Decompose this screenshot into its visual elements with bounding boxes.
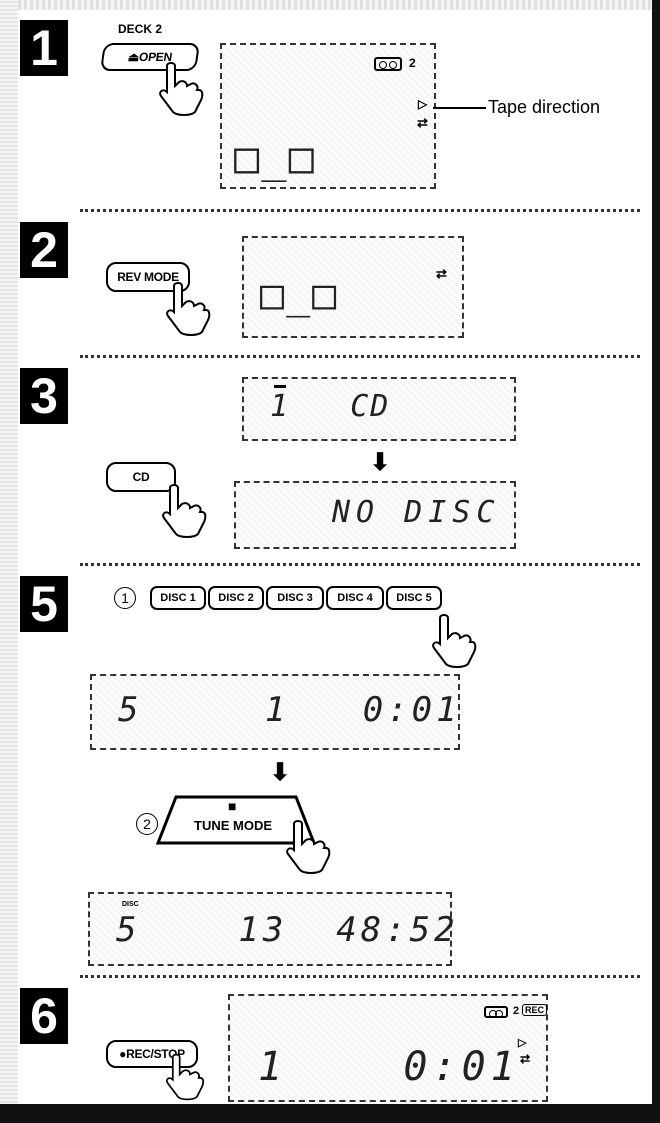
marker-1: 1 — [114, 587, 136, 609]
display-text-step3-top: 1 CD — [270, 389, 390, 424]
display-text-step2: □_□ — [260, 272, 338, 318]
rec-badge: REC — [522, 1004, 547, 1016]
divider — [80, 563, 640, 566]
down-arrow-icon: ⬇ — [370, 448, 390, 477]
reverse-icon: ⇄ — [520, 1052, 530, 1066]
divider — [80, 209, 640, 212]
disc-indicator: DISC — [122, 901, 139, 908]
divider — [80, 355, 640, 358]
display-step3-bottom: NO DISC — [234, 481, 516, 549]
hand-icon — [428, 612, 478, 670]
disc-4-button[interactable]: DISC 4 — [326, 586, 384, 610]
hand-icon — [162, 280, 212, 338]
cassette-icon — [484, 1006, 508, 1018]
direction-arrow-icon: ▷ — [418, 97, 427, 111]
disc-3-button[interactable]: DISC 3 — [266, 586, 324, 610]
display-step1: 2 ▷ ⇄ □_□ — [220, 43, 436, 189]
display-step6: 2 REC ▷ ⇄ 1 0:01 — [228, 994, 548, 1102]
step-number-1: 1 — [20, 20, 68, 76]
tape-direction-label: Tape direction — [488, 97, 600, 118]
display-text-step3-bottom: NO DISC — [332, 495, 500, 530]
cassette-icon — [374, 57, 402, 71]
display-text-step6: 1 0:01 — [258, 1044, 520, 1090]
scan-edge-left — [0, 0, 18, 1123]
display-text-step1: □_□ — [234, 133, 316, 182]
tape-number: 2 — [513, 1005, 519, 1017]
disc-1-button[interactable]: DISC 1 — [150, 586, 206, 610]
hand-icon — [282, 818, 332, 876]
divider — [80, 975, 640, 978]
page-border-bottom — [0, 1104, 660, 1123]
cd-button-label: CD — [133, 470, 150, 484]
page-border-right — [652, 0, 660, 1104]
deck-label: DECK 2 — [118, 22, 162, 36]
tune-mode-button-label: TUNE MODE — [194, 818, 272, 833]
disc-2-button[interactable]: DISC 2 — [208, 586, 264, 610]
display-step5-a: 5 1 0:01 — [90, 674, 460, 750]
hand-icon — [162, 1052, 206, 1102]
hand-icon — [155, 60, 205, 118]
reverse-icon: ⇄ — [417, 115, 428, 131]
step-number-2: 2 — [20, 222, 68, 278]
hand-icon — [158, 482, 208, 540]
callout-line — [433, 107, 486, 109]
step-number-3: 3 — [20, 368, 68, 424]
display-step5-b: DISC 5 13 48:52 — [88, 892, 452, 966]
step-number-6: 6 — [20, 988, 68, 1044]
indicator-bar — [274, 385, 286, 388]
tape-number: 2 — [409, 56, 416, 70]
display-step3-top: 1 CD — [242, 377, 516, 441]
display-text-step5-a: 5 1 0:01 — [118, 690, 461, 730]
display-text-step5-b: 5 13 48:52 — [116, 910, 459, 950]
marker-2: 2 — [136, 813, 158, 835]
reverse-icon: ⇄ — [436, 266, 447, 282]
down-arrow-icon: ⬇ — [270, 758, 290, 787]
disc-5-button[interactable]: DISC 5 — [386, 586, 442, 610]
stop-icon: ■ — [228, 798, 236, 814]
scan-edge-top — [0, 0, 660, 10]
step-number-5: 5 — [20, 576, 68, 632]
display-step2: ⇄ □_□ — [242, 236, 464, 338]
